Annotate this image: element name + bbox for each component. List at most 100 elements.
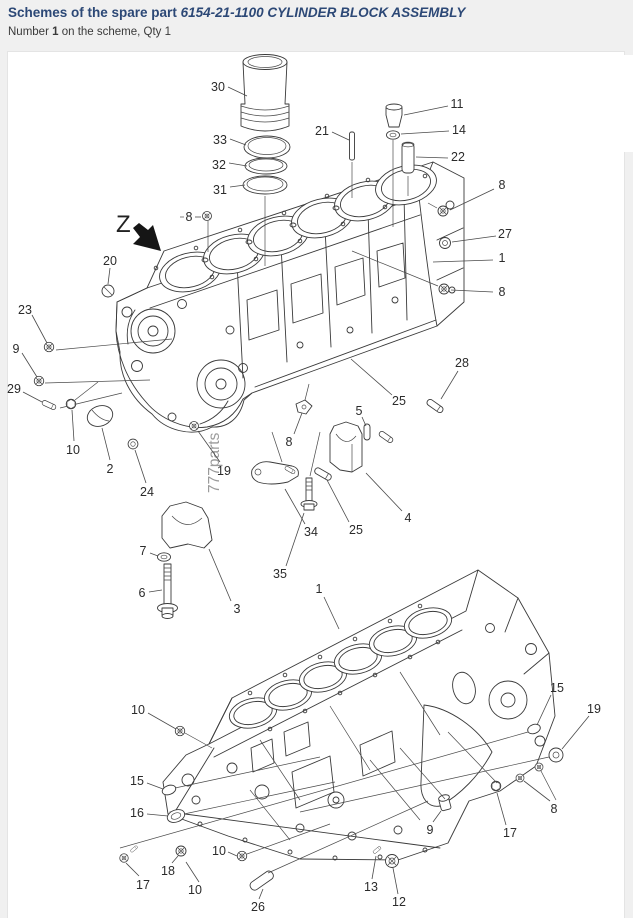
plug-9-bottom	[399, 747, 452, 812]
cutaway-plate	[420, 704, 493, 807]
view-direction-arrow-icon	[133, 223, 161, 251]
callout-leader-20	[107, 267, 111, 285]
callout-layer: 3033323121111422827188202392910224198252…	[7, 80, 601, 914]
callout-leader-3	[208, 548, 232, 602]
callout-8: 8	[499, 178, 506, 192]
bolt-6	[157, 563, 178, 619]
pan-rail-holes	[197, 821, 428, 861]
callout-leader-19	[561, 715, 590, 750]
bolt-17-left	[119, 845, 139, 863]
callout-leader-8	[523, 780, 551, 802]
callout-30: 30	[211, 80, 225, 94]
callout-19: 19	[217, 464, 231, 478]
callout-leader-24	[134, 449, 147, 484]
stud-21	[349, 131, 355, 198]
callout-24: 24	[140, 485, 154, 499]
washer-14	[386, 130, 400, 140]
callout-10: 10	[131, 703, 145, 717]
callout-19: 19	[587, 702, 601, 716]
nut-17-bottom	[447, 731, 502, 792]
callout-1: 1	[499, 251, 506, 265]
callout-10: 10	[212, 844, 226, 858]
callout-1: 1	[316, 582, 323, 596]
subtitle-prefix: Number	[8, 26, 53, 38]
callout-21: 21	[315, 124, 329, 138]
callout-leader-30	[227, 86, 248, 97]
callout-leader-26	[258, 888, 264, 900]
cylinder-bores-bottom	[228, 607, 453, 729]
dowel-5	[363, 423, 371, 441]
callout-leader-5	[361, 416, 367, 427]
callout-3: 3	[234, 602, 241, 616]
callout-6: 6	[139, 586, 146, 600]
callout-8: 8	[551, 802, 558, 816]
tube-26	[249, 800, 429, 891]
bolt-35	[300, 431, 321, 511]
callout-leader-22	[415, 156, 449, 159]
cup-plug-2	[86, 405, 114, 427]
callout-leader-10	[227, 851, 238, 857]
dowel-25-left	[313, 466, 333, 482]
timing-gear-case	[115, 287, 253, 428]
callout-9: 9	[427, 823, 434, 837]
callout-leader-34	[284, 488, 306, 525]
callout-leader-17	[496, 792, 507, 826]
callout-leader-25	[350, 358, 393, 396]
subtitle-suffix: on the scheme, Qty 1	[58, 26, 172, 38]
callout-15: 15	[550, 681, 564, 695]
callout-leader-19	[197, 430, 221, 463]
panel-right-strip	[624, 55, 633, 152]
callout-leader-33	[229, 138, 247, 146]
bearing-cap-3	[161, 501, 213, 549]
callout-14: 14	[452, 123, 466, 137]
bolt-19-top	[189, 421, 199, 431]
bolt-8-lower-right	[351, 250, 450, 295]
callout-22: 22	[451, 150, 465, 164]
block-end-face	[452, 597, 550, 747]
bolt-23	[43, 338, 173, 353]
callout-7: 7	[140, 544, 147, 558]
callout-4: 4	[405, 511, 412, 525]
page-subtitle: Number 1 on the scheme, Qty 1	[8, 26, 171, 38]
callout-leader-13	[371, 855, 377, 880]
page-title-prefix: Schemes of the spare part	[8, 5, 181, 20]
callout-20: 20	[103, 254, 117, 268]
dowel-5b	[377, 430, 395, 444]
callout-31: 31	[213, 183, 227, 197]
callout-12: 12	[392, 895, 406, 909]
bolt-10-bottom-mid	[236, 823, 331, 862]
callout-leader-16	[146, 813, 169, 817]
plug-11	[385, 103, 403, 227]
bolt-8-bottom-1	[515, 773, 525, 783]
callout-leader-23	[31, 314, 48, 344]
bolt-8-deck	[180, 211, 212, 252]
callout-10: 10	[188, 883, 202, 897]
watermark-text: 777parts	[206, 432, 223, 493]
callout-35: 35	[273, 567, 287, 581]
callout-34: 34	[304, 525, 318, 539]
bolt-8-bottom-2	[534, 762, 557, 801]
deck-bolt-holes-top	[153, 173, 428, 280]
bolt-8-upper-right	[427, 202, 449, 217]
callout-leader-4	[365, 472, 403, 512]
plug-24	[127, 438, 139, 450]
callout-17: 17	[503, 826, 517, 840]
callout-32: 32	[212, 158, 226, 172]
callout-27: 27	[498, 227, 512, 241]
callout-leader-35	[285, 512, 305, 567]
callout-leader-8	[293, 412, 303, 435]
plug-27	[439, 237, 451, 249]
clamp-8-mid	[295, 383, 313, 415]
callout-leader-18	[171, 855, 179, 864]
deck-bolt-holes-bottom	[247, 603, 441, 732]
callout-18: 18	[161, 864, 175, 878]
callout-8: 8	[186, 210, 193, 224]
cylinder-block-top-view	[115, 161, 465, 433]
callout-leader-10	[147, 712, 177, 730]
callout-leader-9	[432, 810, 442, 823]
callout-leader-32	[228, 162, 248, 167]
ring-16-left	[166, 781, 336, 823]
callout-leader-15	[536, 694, 552, 726]
